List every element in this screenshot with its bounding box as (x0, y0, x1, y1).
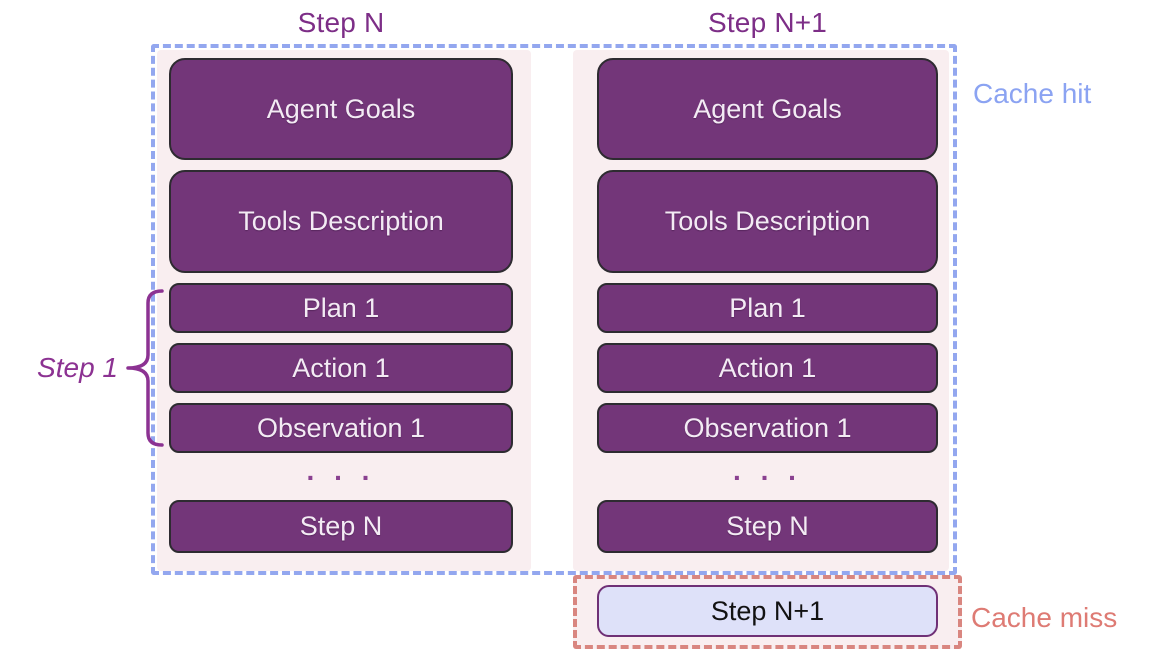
step-n-box: Step N (169, 500, 513, 553)
step-1-bracket (126, 289, 164, 447)
plan-box: Plan 1 (597, 283, 938, 333)
action-box: Action 1 (169, 343, 513, 393)
more-steps-ellipsis: . . . (733, 455, 802, 486)
step-n1-box: Step N+1 (597, 585, 938, 637)
plan-box: Plan 1 (169, 283, 513, 333)
agent-goals-box: Agent Goals (169, 58, 513, 160)
column-title-step-n: Step N (297, 7, 385, 38)
tools-description-box: Tools Description (169, 170, 513, 273)
bracket-path (126, 289, 164, 447)
cache-miss-label: Cache miss (971, 602, 1118, 633)
agent-goals-box: Agent Goals (597, 58, 938, 160)
observation-box: Observation 1 (597, 403, 938, 453)
step-1-label: Step 1 (37, 352, 118, 383)
column-title-step-n1: Step N+1 (707, 7, 828, 38)
more-steps-ellipsis: . . . (306, 455, 376, 486)
observation-box: Observation 1 (169, 403, 513, 453)
tools-description-box: Tools Description (597, 170, 938, 273)
step-n-box: Step N (597, 500, 938, 553)
cache-hit-region (151, 44, 957, 575)
cache-hit-label: Cache hit (973, 78, 1092, 109)
action-box: Action 1 (597, 343, 938, 393)
